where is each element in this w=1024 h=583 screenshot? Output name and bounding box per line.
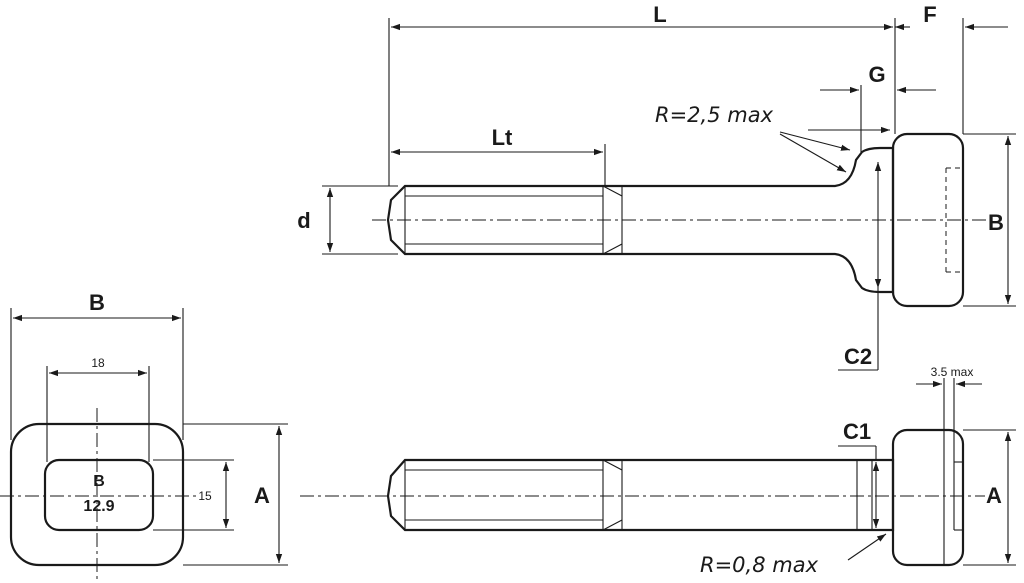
label-35: 3.5 max bbox=[931, 365, 974, 379]
stamp-line-2: 12.9 bbox=[83, 498, 114, 515]
label-R-bottom: R=0,8 max bbox=[700, 553, 819, 577]
leader-R-top-2 bbox=[779, 133, 847, 173]
label-18: 18 bbox=[91, 356, 105, 370]
stamp-line-1: B bbox=[93, 473, 105, 490]
bolt-shank-outline bbox=[386, 146, 895, 294]
label-R-top: R=2,5 max bbox=[655, 103, 774, 127]
side-view-top: L F G R=2,5 max Lt d B C2 bbox=[297, 2, 1016, 371]
thread-runout-upper bbox=[602, 185, 623, 197]
label-C1: C1 bbox=[843, 419, 871, 444]
bolt-head-bottom bbox=[891, 428, 965, 567]
label-B-side: B bbox=[988, 210, 1004, 235]
label-d: d bbox=[297, 208, 310, 233]
label-B-end: B bbox=[89, 290, 105, 315]
thread-runout-lower-b bbox=[602, 519, 623, 531]
label-A-end: A bbox=[254, 483, 270, 508]
label-F: F bbox=[923, 2, 936, 27]
leader-R-top-1 bbox=[779, 131, 851, 151]
head-end-recess bbox=[43, 458, 155, 532]
label-A-side: A bbox=[986, 483, 1002, 508]
thread-runout-upper-b bbox=[602, 459, 623, 471]
label-Lt: Lt bbox=[492, 125, 513, 150]
label-15: 15 bbox=[198, 489, 212, 503]
label-C2: C2 bbox=[844, 344, 872, 369]
thread-runout-lower bbox=[602, 243, 623, 255]
end-view: B 12.9 B 18 15 A bbox=[0, 290, 288, 583]
label-L: L bbox=[653, 2, 666, 27]
side-view-bottom: C1 3.5 max A R=0,8 max bbox=[300, 365, 1016, 577]
leader-R-bottom bbox=[847, 533, 887, 561]
label-G: G bbox=[868, 62, 885, 87]
